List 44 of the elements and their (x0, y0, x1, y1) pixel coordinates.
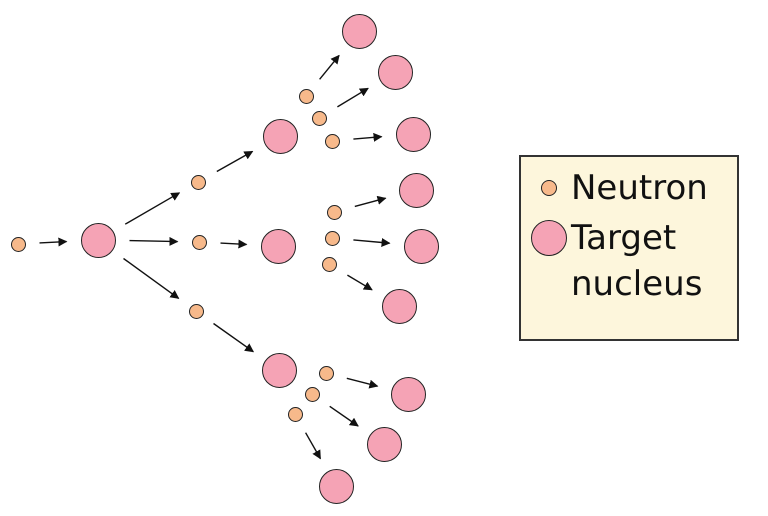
nucleus-circle (378, 54, 412, 90)
neutron-circle (188, 304, 204, 318)
arrow (347, 274, 373, 290)
nucleus-circle (318, 468, 354, 504)
neutron-circle (288, 406, 302, 422)
neutron-circle (324, 134, 340, 148)
arrow (353, 238, 390, 247)
arrow (123, 258, 180, 299)
nucleus-circle (382, 288, 416, 324)
neutron-circle (192, 234, 206, 250)
legend-label: Neutron (571, 167, 708, 210)
nucleus-circle (262, 118, 298, 154)
neutron-circle (304, 386, 320, 402)
nucleus-circle (398, 172, 434, 208)
arrow (39, 238, 68, 246)
arrow (337, 88, 369, 108)
arrow (319, 54, 340, 80)
nucleus-circle (80, 222, 116, 258)
neutron-circle (298, 88, 314, 104)
arrow (329, 406, 359, 427)
arrow (213, 322, 254, 352)
arrow (220, 240, 248, 248)
nucleus-circle (260, 228, 296, 264)
legend-label: Target nucleus (571, 217, 704, 306)
nucleus-circle (366, 426, 402, 462)
neutron-circle (190, 174, 206, 190)
nucleus-circle (342, 14, 376, 48)
arrow (216, 150, 254, 172)
arrow (346, 378, 378, 389)
neutron-circle (312, 110, 326, 126)
arrow (305, 432, 321, 460)
nucleus-circle (404, 228, 438, 264)
arrow (129, 236, 178, 246)
arrow (354, 196, 386, 208)
neutron-circle (322, 256, 336, 272)
arrow (353, 132, 382, 142)
nucleus-circle (390, 376, 426, 412)
neutron-circle (326, 204, 342, 220)
arrow (124, 192, 180, 225)
nucleus-circle (262, 352, 296, 388)
nucleus-circle (396, 116, 430, 152)
neutron-circle (318, 366, 334, 380)
neutron-circle (10, 236, 26, 252)
neutron-circle (324, 230, 340, 246)
